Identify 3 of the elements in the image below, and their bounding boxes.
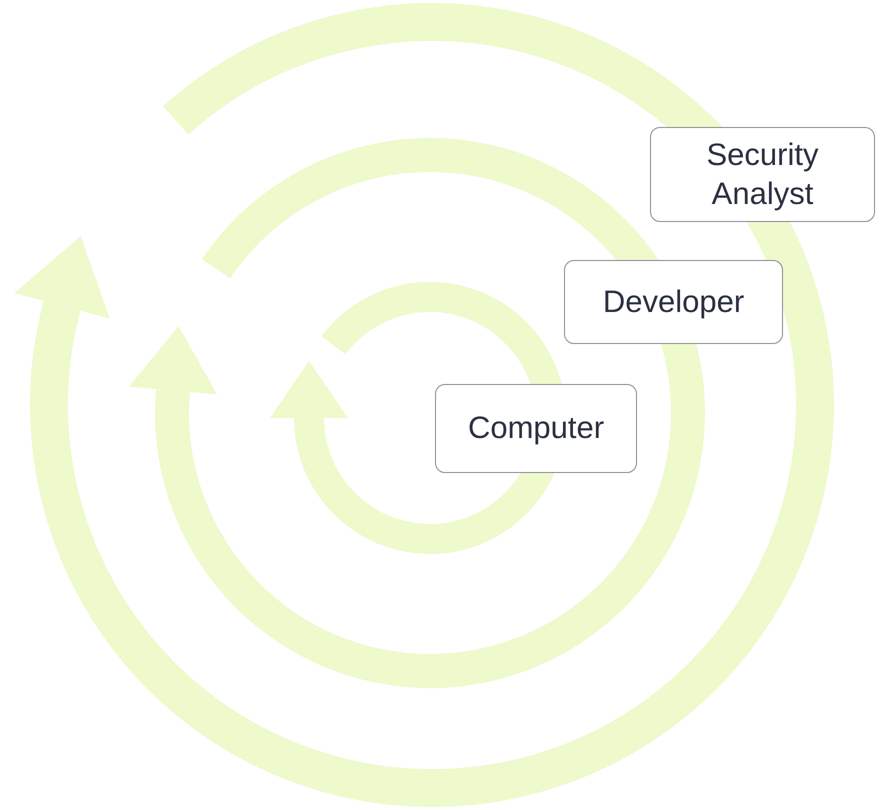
label-box: Security Analyst <box>650 127 875 222</box>
label-box: Developer <box>564 260 783 344</box>
label-box: Computer <box>435 384 637 473</box>
